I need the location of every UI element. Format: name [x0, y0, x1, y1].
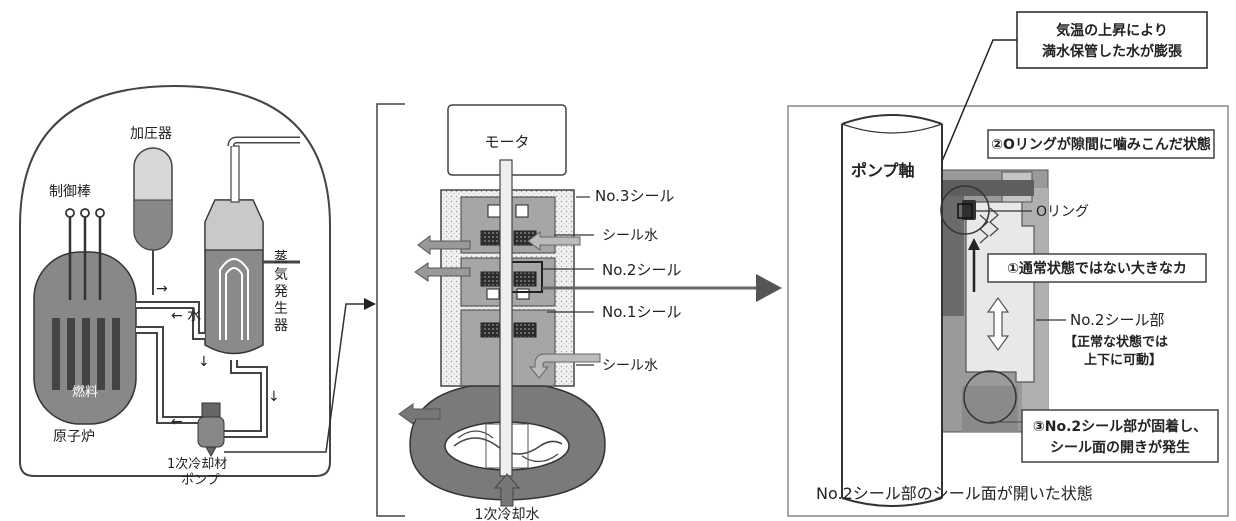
flow-arrow: ← — [171, 414, 183, 430]
seal-fixed-text-line2: シール面の開きが発生 — [1050, 439, 1190, 456]
oring-stuck-text: ②Oリングが隙間に噛みこんだ状態 — [991, 136, 1211, 153]
detail-arrow-head — [756, 274, 782, 302]
seal-water-label-1: シール水 — [602, 228, 658, 244]
pump-shaft — [500, 160, 512, 476]
flow-arrow: ↓ — [198, 354, 210, 370]
movable-note-line2: 上下に可動】 — [1084, 352, 1162, 368]
control-rods-label: 制御棒 — [49, 184, 91, 200]
no3-seal-label: No.3シール — [595, 187, 674, 205]
no2-seal-label: No.2シール — [602, 261, 681, 279]
fuel-label: 燃料 — [72, 384, 98, 400]
water-label: ← 水 — [171, 308, 201, 324]
pressurizer — [134, 148, 172, 295]
pump-label-line2: ポンプ — [181, 473, 220, 488]
motor-label: モータ — [484, 133, 529, 151]
sg-char: 器 — [274, 318, 288, 334]
seal-housing-detail — [936, 170, 1048, 432]
temperature-callout-line2: 満水保管した水が膨張 — [1042, 43, 1183, 60]
primary-coolant-label: 1次冷却水 — [475, 507, 540, 521]
sg-char: 蒸 — [274, 250, 288, 266]
pump-shaft-label: ポンプ軸 — [851, 161, 915, 180]
no2-seal-detail: 気温の上昇により 満水保管した水が膨張 — [788, 12, 1228, 516]
reactor-schematic: → ↓ ↓ ← 加圧器 制御棒 ← 水 燃料 原子炉 1次冷却材 ポンプ 蒸 気… — [20, 86, 376, 488]
pressurizer-label: 加圧器 — [130, 126, 172, 142]
flow-arrow: ↓ — [268, 389, 280, 405]
oring-label: Oリング — [1036, 204, 1089, 220]
movable-note-line1: 【正常な状態では — [1064, 334, 1168, 350]
sg-char: 発 — [274, 284, 288, 300]
steam-generator-label: 蒸 気 発 生 器 — [274, 250, 292, 334]
pump-connector-arrowhead — [364, 298, 376, 310]
no2-seal-part-label: No.2シール部 — [1070, 311, 1164, 329]
temperature-callout-line1: 気温の上昇により — [1056, 22, 1168, 39]
seal-water-label-2: シール水 — [602, 358, 658, 374]
primary-coolant-pump — [198, 403, 224, 456]
detail-caption: No.2シール部のシール面が開いた状態 — [816, 484, 1093, 503]
sg-char: 気 — [274, 267, 288, 283]
reactor-label: 原子炉 — [53, 429, 95, 445]
abnormal-force-text: ①通常状態ではない大きなカ — [1007, 260, 1187, 277]
pump-seal-section: モータ — [377, 104, 782, 521]
no1-seal-label: No.1シール — [602, 303, 681, 321]
flow-arrow: → — [156, 281, 168, 297]
seal-fixed-text-line1: ③No.2シール部が固着し、 — [1033, 418, 1207, 435]
middle-bracket — [377, 104, 405, 516]
sg-char: 生 — [274, 301, 288, 317]
pump-label-line1: 1次冷却材 — [167, 456, 227, 472]
